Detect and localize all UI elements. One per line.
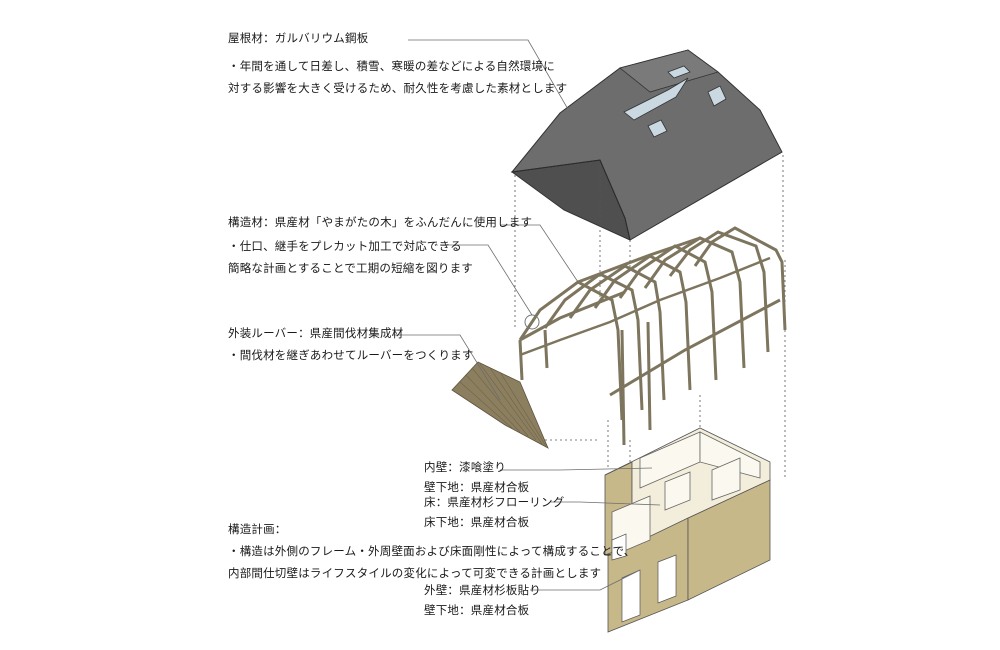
leader-floor: [550, 501, 661, 506]
louver-line-1: ・間伐材を継ぎあわせてルーバーをつくります: [228, 348, 474, 362]
exterior-wall-line-2: 壁下地：県産材合板: [424, 603, 530, 617]
openings: [611, 533, 677, 623]
roof-layer: [510, 49, 783, 241]
floor-line-1: 床：県産材杉フローリング: [424, 495, 565, 509]
leader-structure: [500, 224, 579, 283]
roof-line-1: ・年間を通して日差し、積雪、寒暖の差などによる自然環境に: [228, 59, 555, 73]
frame-bent-5: [618, 244, 718, 381]
plan-title: 構造計画：: [228, 522, 287, 536]
house-body: [604, 427, 771, 633]
leader-louver: [393, 334, 501, 401]
frame-bent-4: [593, 254, 692, 391]
frame-post-left-3: [620, 329, 626, 446]
floor-annotation: 床：県産材杉フローリング 床下地：県産材合板: [424, 492, 564, 532]
louver-title: 外装ルーバー：県産間伐材集成材: [228, 326, 404, 340]
roof-line-2: 対する影響を大きく受けるため、耐久性を考慮した素材とします: [228, 81, 568, 95]
leader-interior: [500, 467, 653, 471]
floor-line-2: 床下地：県産材合板: [424, 515, 530, 529]
frame-front-beam: [519, 256, 771, 357]
frame-bent-3: [568, 264, 666, 401]
skylight-top: [667, 65, 691, 79]
skylight-right: [707, 85, 727, 107]
louver-panel: [451, 361, 549, 449]
interior-wall-line-1: 内壁：漆喰塗り: [424, 460, 506, 474]
frame-bent-8: [693, 226, 787, 331]
frame-bent-7: [668, 230, 770, 353]
frame-bent-6: [643, 236, 746, 369]
exterior-wall-annotation: 外壁：県産材杉板貼り 壁下地：県産材合板: [424, 580, 541, 620]
frame-eave-right: [609, 298, 781, 397]
frame-post-left-4: [646, 321, 652, 431]
interior-wall-annotation: 内壁：漆喰塗り 壁下地：県産材合板: [424, 457, 529, 497]
plan-annotation: 構造計画： ・構造は外側のフレーム・外周壁面および床面剛性によって構成することで…: [228, 518, 635, 584]
plan-line-2: 内部間仕切壁はライフスタイルの変化によって可変できる計画とします: [228, 566, 602, 580]
structure-title: 構造材：県産材「やまがたの木」をふんだんに使用します: [228, 215, 533, 229]
structure-line-1: ・仕口、継手をプレカット加工で対応できる: [228, 239, 462, 253]
roof-ridge-face: [619, 49, 719, 93]
exterior-wall-line-1: 外壁：県産材杉板貼り: [424, 583, 541, 597]
frame-post-left-1: [518, 339, 524, 381]
timber-frame: [518, 226, 787, 446]
leader-exterior: [530, 569, 641, 591]
roof-title: 屋根材：ガルバリウム鋼板: [228, 31, 369, 45]
structure-line-2: 簡略な計画とすることで工期の短縮を図ります: [228, 261, 474, 275]
frame-bent-2: [543, 272, 644, 411]
leader-roof: [408, 39, 581, 131]
skylight-small: [647, 119, 668, 138]
leader-lines: [393, 39, 661, 591]
louver-annotation: 外装ルーバー：県産間伐材集成材 ・間伐材を継ぎあわせてルーバーをつくります: [228, 322, 474, 366]
interior-walls: [611, 431, 761, 557]
skylight-large: [623, 77, 689, 121]
frame-eave-left: [519, 290, 626, 342]
interior-wall-line-2: 壁下地：県産材合板: [424, 480, 530, 494]
leader-joint: [440, 244, 533, 316]
structure-annotation: 構造材：県産材「やまがたの木」をふんだんに使用します ・仕口、継手をプレカット加…: [228, 211, 532, 279]
roof-hem: [511, 159, 631, 241]
roof-annotation: 屋根材：ガルバリウム鋼板 ・年間を通して日差し、積雪、寒暖の差などによる自然環境…: [228, 27, 567, 99]
frame-bent-1: [518, 280, 624, 421]
plan-line-1: ・構造は外側のフレーム・外周壁面および床面剛性によって構成することで、: [228, 544, 636, 558]
frame-post-left-2: [543, 329, 549, 369]
